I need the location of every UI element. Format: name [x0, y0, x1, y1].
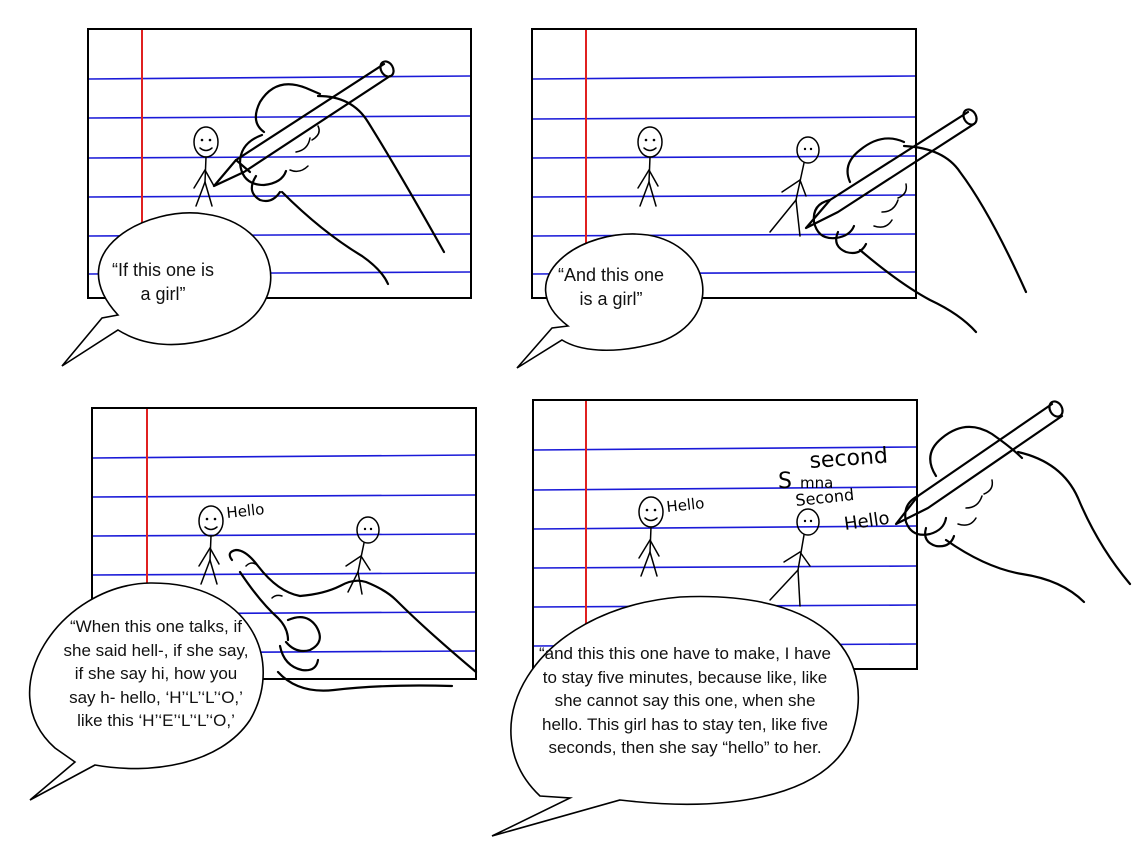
stick-figure	[769, 136, 820, 237]
stick-figure	[198, 505, 224, 585]
speech-caption-4: “and this this one have to make, I have …	[538, 644, 831, 757]
speech-caption-2: “And this one is a girl”	[557, 265, 665, 309]
stick-figure	[769, 508, 820, 607]
drawing-hand	[212, 60, 446, 286]
panel-3: Hello	[28, 407, 478, 801]
panel-2	[516, 28, 1028, 369]
doodle-word-second: second	[809, 444, 889, 474]
speech-bubble	[491, 595, 860, 837]
doodle-word-hello-left: Hello	[666, 494, 706, 516]
drawing-hand	[804, 108, 1028, 334]
doodle-letter-s: S	[778, 469, 792, 494]
speech-caption-1: “If this one is a girl”	[111, 260, 215, 304]
ruled-lines	[92, 454, 476, 654]
stick-figure	[638, 496, 664, 577]
speech-bubble	[28, 582, 265, 801]
panel-4: Hello second S mna Second Hello	[491, 399, 1132, 837]
doodle-word-hello: Hello	[226, 500, 266, 522]
stick-figure	[637, 126, 663, 207]
speech-bubble	[61, 212, 272, 367]
speech-bubble	[516, 233, 704, 369]
drawing-hand	[894, 400, 1132, 604]
panel-1	[61, 28, 472, 367]
speech-caption-3: “When this one talks, if she said hell-,…	[63, 617, 249, 730]
stick-figure	[193, 126, 219, 207]
doodle-word-mna: mna	[800, 474, 833, 492]
pointing-hand	[228, 548, 478, 692]
